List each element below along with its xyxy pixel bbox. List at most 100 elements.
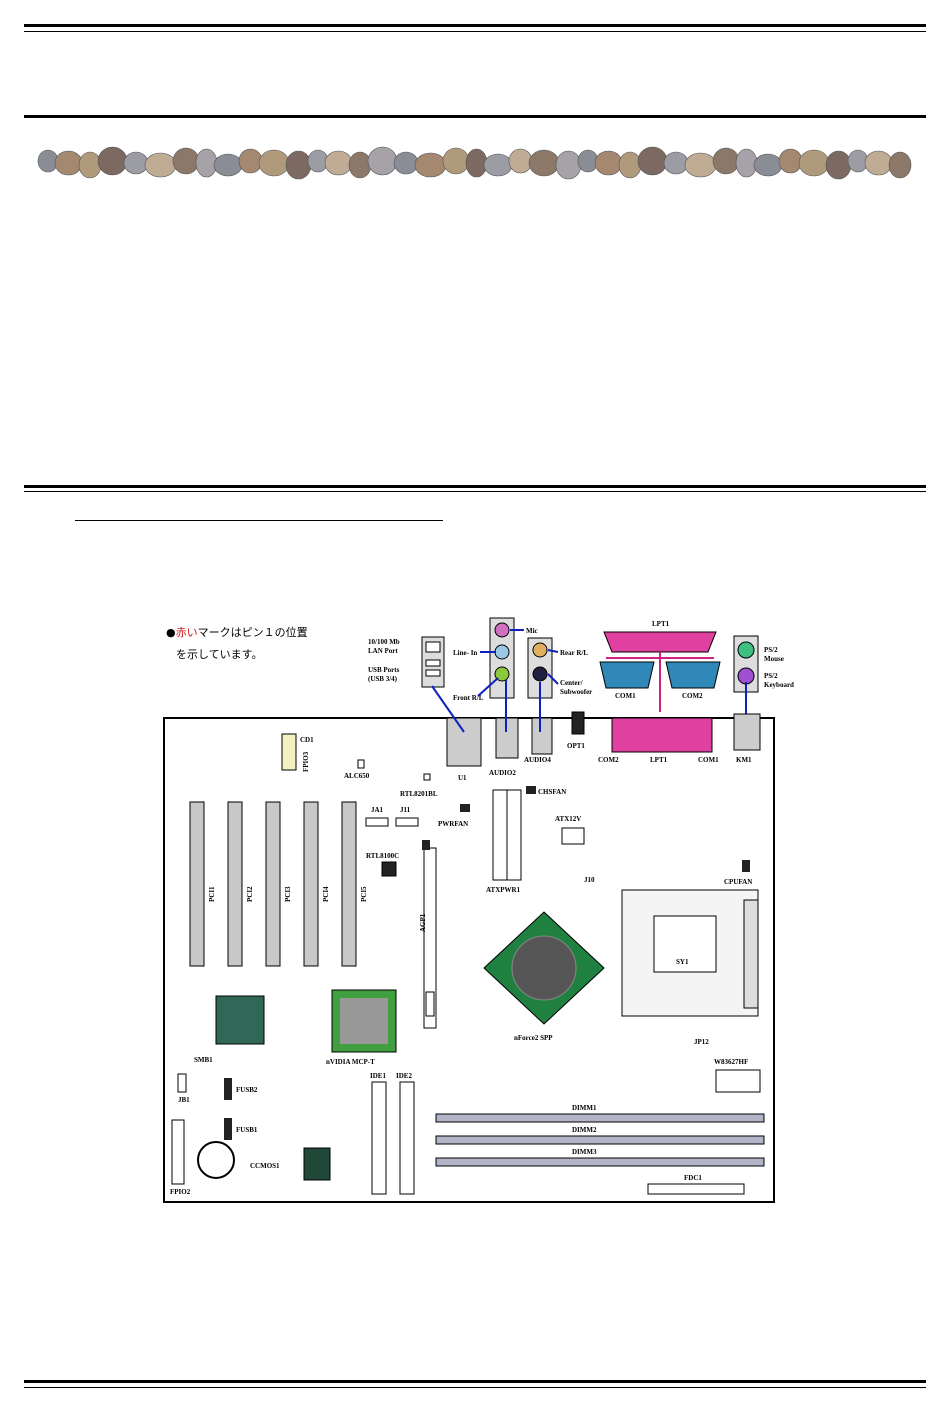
rear-out-label: Rear R/L <box>560 649 588 657</box>
pci-slot <box>265 801 281 967</box>
front-out-label: Front R/L <box>453 694 484 702</box>
stone-icon <box>238 148 263 174</box>
pci-slot-label: PCI4 <box>322 886 330 902</box>
stone-icon <box>54 150 83 176</box>
motherboard-svg: 10/100 Mb LAN Port USB Ports (USB 3/4) M… <box>163 617 794 1203</box>
stone-icon <box>258 149 290 177</box>
pci-slot-label: PCI1 <box>208 886 216 902</box>
nforce2-label: nForce2 SPP <box>514 1034 553 1042</box>
stone-icon <box>78 151 102 179</box>
fpio3-label: FPIO3 <box>302 751 310 772</box>
mcp-label: nVIDIA MCP-T <box>326 1058 375 1066</box>
motherboard-layout-diagram: 10/100 Mb LAN Port USB Ports (USB 3/4) M… <box>160 612 810 1208</box>
rtl8100-chip <box>381 861 397 877</box>
front-out-pointer <box>477 677 499 697</box>
agp-latch <box>425 991 435 1017</box>
u1-connector <box>446 717 482 767</box>
pwrfan-header <box>460 804 470 812</box>
stone-icon <box>555 150 582 180</box>
ps2-kb-label-2: Keyboard <box>764 681 794 689</box>
stone-icon <box>123 151 149 175</box>
subheading-underline <box>75 520 443 521</box>
stone-icon <box>285 150 312 180</box>
opt1-label: OPT1 <box>567 742 585 750</box>
dimm1-label: DIMM1 <box>572 1104 597 1112</box>
atx12v-label: ATX12V <box>555 815 581 823</box>
w83627-chip <box>715 1069 761 1093</box>
stone-icon <box>172 147 200 175</box>
com2-port-icon <box>665 661 721 689</box>
lan-top-label: 10/100 Mb <box>368 638 400 646</box>
pci-slot-label: PCI5 <box>360 886 368 902</box>
rear-out-jack-icon <box>532 642 548 658</box>
jb1-label: JB1 <box>178 1096 190 1104</box>
subwoofer-label: Subwoofer <box>560 688 592 696</box>
stone-icon <box>508 148 533 174</box>
pin1-note: ●赤いマークはピン１の位置 を示しています。 <box>166 622 308 666</box>
com2-board-label: COM2 <box>598 756 619 764</box>
stone-icon <box>864 150 893 176</box>
fpio2-label: FPIO2 <box>170 1188 191 1196</box>
ps2-keyboard-icon <box>737 667 755 685</box>
com1-port-icon <box>599 661 655 689</box>
stone-icon <box>97 146 128 176</box>
stone-icon <box>528 149 560 177</box>
rtl8100-label: RTL8100C <box>366 852 399 860</box>
note-bullet: ● <box>166 626 176 639</box>
dimm1-slot <box>435 1113 765 1123</box>
pci-slot <box>189 801 205 967</box>
stone-icon <box>637 146 668 176</box>
lpt1-connector <box>611 717 713 753</box>
stone-icon <box>684 152 717 178</box>
chsfan-header <box>526 786 536 794</box>
agp-label: AGP1 <box>419 913 427 932</box>
j11-header <box>395 817 419 827</box>
km1-label: KM1 <box>736 756 752 764</box>
bios-chip <box>303 1147 331 1181</box>
lpt1-board-label: LPT1 <box>650 756 668 764</box>
ide1-label: IDE1 <box>370 1072 386 1080</box>
line-in-label: Line- In <box>453 649 477 657</box>
center-sub-jack-icon <box>532 666 548 682</box>
audio-chip-icon <box>215 995 265 1045</box>
stone-icon <box>348 151 372 179</box>
agp-pin1-marker <box>422 840 430 850</box>
mic-jack-icon <box>494 622 510 638</box>
chsfan-label: CHSFAN <box>538 788 566 796</box>
fdc1-label: FDC1 <box>684 1174 702 1182</box>
mcp-chip-die <box>340 998 388 1044</box>
fusb1-header <box>224 1118 232 1140</box>
center-pointer <box>547 673 559 685</box>
center-label: Center/ <box>560 679 584 687</box>
pci-slot <box>341 801 357 967</box>
stone-icon <box>712 147 740 175</box>
usb-sub-label: (USB 3/4) <box>368 675 398 683</box>
ps2-kb-label-1: PS/2 <box>764 672 778 680</box>
stone-icon <box>888 151 912 179</box>
ide2-connector <box>399 1081 415 1195</box>
stone-icon <box>414 152 447 178</box>
jp12-label: JP12 <box>694 1038 709 1046</box>
cmos-battery-icon <box>197 1141 235 1179</box>
ps2-mouse-label-2: Mouse <box>764 655 784 663</box>
pci-slot-label: PCI2 <box>246 886 254 902</box>
cpu-socket-lever <box>743 899 759 1009</box>
rtl8201-label: RTL8201BL <box>400 790 438 798</box>
ps2-mouse-icon <box>737 641 755 659</box>
ide2-label: IDE2 <box>396 1072 412 1080</box>
audio4-label: AUDIO4 <box>524 756 551 764</box>
ja1-label: JA1 <box>371 806 384 814</box>
rear-out-pointer <box>547 649 559 653</box>
stone-icon <box>798 149 830 177</box>
nforce2-heatsink-icon <box>511 935 577 1001</box>
stone-icon <box>324 150 353 176</box>
stone-icon <box>663 151 689 175</box>
w83627-label: W83627HF <box>714 1058 748 1066</box>
fdc1-connector <box>647 1183 745 1195</box>
stone-icon <box>753 153 783 177</box>
dimm3-slot <box>435 1157 765 1167</box>
stone-icon <box>144 152 177 178</box>
header-rule-bottom <box>24 115 926 118</box>
stone-icon <box>367 146 398 176</box>
